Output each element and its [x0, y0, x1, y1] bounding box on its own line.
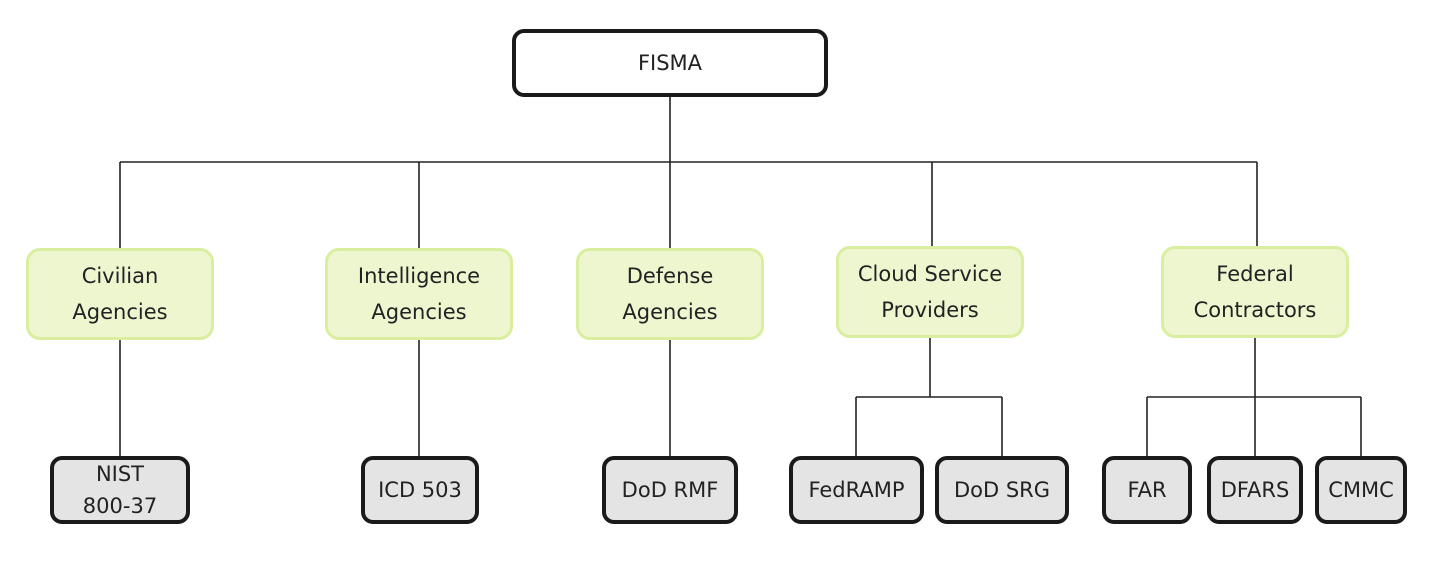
group-label: Defense Agencies	[622, 264, 718, 324]
leaf-node-nist-800-37: NIST 800-37	[50, 456, 190, 524]
group-node-defense-agencies: Defense Agencies	[576, 248, 764, 340]
group-node-civilian-agencies: Civilian Agencies	[26, 248, 214, 340]
leaf-label: FedRAMP	[808, 478, 905, 502]
group-label: Intelligence Agencies	[357, 264, 481, 324]
root-label: FISMA	[637, 51, 703, 75]
leaf-label: DFARS	[1220, 478, 1290, 502]
leaf-label: FAR	[1127, 478, 1167, 502]
leaf-label: ICD 503	[378, 478, 462, 502]
group-node-intelligence-agencies: Intelligence Agencies	[325, 248, 513, 340]
leaf-node-far: FAR	[1102, 456, 1192, 524]
leaf-label: DoD SRG	[953, 478, 1051, 502]
leaf-node-icd-503: ICD 503	[361, 456, 479, 524]
leaf-label: DoD RMF	[621, 478, 719, 502]
group-node-cloud-service-providers: Cloud Service Providers	[836, 246, 1024, 338]
leaf-label: CMMC	[1328, 478, 1394, 502]
leaf-node-dod-rmf: DoD RMF	[602, 456, 738, 524]
group-label: Civilian Agencies	[72, 264, 168, 324]
group-node-federal-contractors: Federal Contractors	[1161, 246, 1349, 338]
leaf-node-cmmc: CMMC	[1315, 456, 1407, 524]
leaf-label: NIST 800-37	[82, 462, 158, 518]
leaf-node-fedramp: FedRAMP	[789, 456, 924, 524]
root-node-fisma: FISMA	[512, 29, 828, 97]
leaf-node-dfars: DFARS	[1207, 456, 1303, 524]
group-label: Cloud Service Providers	[857, 262, 1003, 322]
group-label: Federal Contractors	[1193, 262, 1317, 322]
leaf-node-dod-srg: DoD SRG	[935, 456, 1069, 524]
